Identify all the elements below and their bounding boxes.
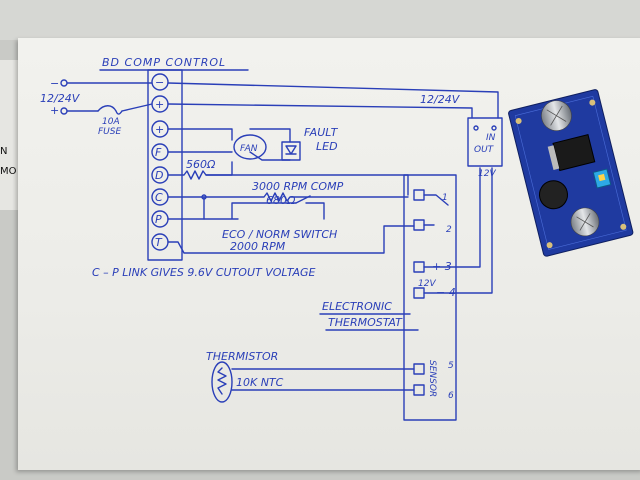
capacitor-icon — [570, 207, 600, 237]
positive-rail — [167, 103, 473, 119]
led-diode — [285, 145, 297, 155]
t-terminal-wire — [167, 225, 415, 254]
led-label: LED — [316, 140, 338, 153]
terminal-minus: − — [151, 73, 169, 91]
resistor-560-label: 560Ω — [186, 158, 216, 171]
converter-pin — [473, 125, 479, 131]
svg-text:C: C — [155, 191, 163, 204]
pin-2-label: 2 — [446, 225, 452, 235]
thermistor-symbol — [211, 361, 233, 403]
svg-text:F: F — [155, 146, 162, 159]
pin-1-label: 1 — [442, 193, 448, 203]
converter-12v-label: 12V — [478, 169, 496, 179]
resistor-680 — [167, 192, 409, 202]
svg-text:−: − — [50, 77, 59, 90]
diagram-title: BD COMP CONTROL — [102, 56, 226, 69]
svg-text:D: D — [155, 169, 163, 182]
fuse-symbol — [97, 105, 123, 115]
rpm-3000-label: 3000 RPM COMP — [252, 180, 344, 193]
negative-rail — [167, 82, 499, 119]
fault-label: FAULT — [304, 126, 339, 139]
eco-switch-symbol — [295, 195, 311, 204]
eco-switch-wiring — [167, 202, 325, 220]
capacitor-icon — [541, 100, 572, 131]
pin-12v-label: 12V — [418, 279, 436, 289]
thermistor-wiring — [231, 368, 415, 391]
thermostat-supply-wire — [423, 167, 493, 294]
fan-symbol — [233, 134, 267, 160]
converter-pin — [491, 125, 497, 131]
fuse-label: FUSE — [98, 127, 121, 137]
svg-text:+: + — [155, 123, 164, 136]
inductor — [538, 180, 568, 210]
svg-text:T: T — [155, 236, 163, 249]
svg-text:+: + — [50, 104, 59, 117]
terminal-block — [147, 69, 183, 261]
thermostat-label-2: THERMOSTAT — [328, 316, 403, 329]
thermostat-underline — [319, 313, 419, 331]
supply-voltage-label-right: 12/24V — [420, 93, 461, 106]
fan-label: FAN — [240, 144, 258, 154]
left-edge-text-2: MO — [0, 166, 17, 177]
fuse-rating-label: 10A — [102, 117, 120, 127]
pin-6-label: 6 — [448, 391, 454, 401]
svg-text:+: + — [155, 98, 164, 111]
thermistor-label: THERMISTOR — [206, 350, 278, 363]
svg-text:P: P — [155, 213, 162, 226]
converter-box — [467, 117, 503, 167]
junction-dot — [201, 194, 207, 200]
converter-in-label: IN — [486, 133, 496, 143]
svg-text:−: − — [155, 76, 164, 89]
pin-5-label: 5 — [448, 361, 454, 371]
left-edge-text: N — [0, 146, 8, 157]
thermistor-resistor — [217, 367, 227, 395]
supply-voltage-label: 12/24V — [40, 92, 81, 105]
supply-input: − 12/24V + 10A FUSE — [40, 77, 153, 137]
thermostat-relay — [423, 194, 449, 226]
sensor-label: SENSOR — [427, 360, 437, 397]
link-note: C – P LINK GIVES 9.6V CUTOUT VOLTAGE — [92, 266, 316, 279]
fan-wiring — [167, 128, 291, 161]
eco-switch-label: ECO / NORM SWITCH — [222, 228, 337, 241]
fault-led-symbol — [281, 141, 301, 161]
converter-out-label: OUT — [474, 145, 495, 155]
thermostat-box — [403, 174, 457, 421]
ntc-label: 10K NTC — [236, 376, 284, 389]
rpm-2000-label: 2000 RPM — [230, 240, 286, 253]
thermostat-label-1: ELECTRONIC — [322, 300, 392, 313]
